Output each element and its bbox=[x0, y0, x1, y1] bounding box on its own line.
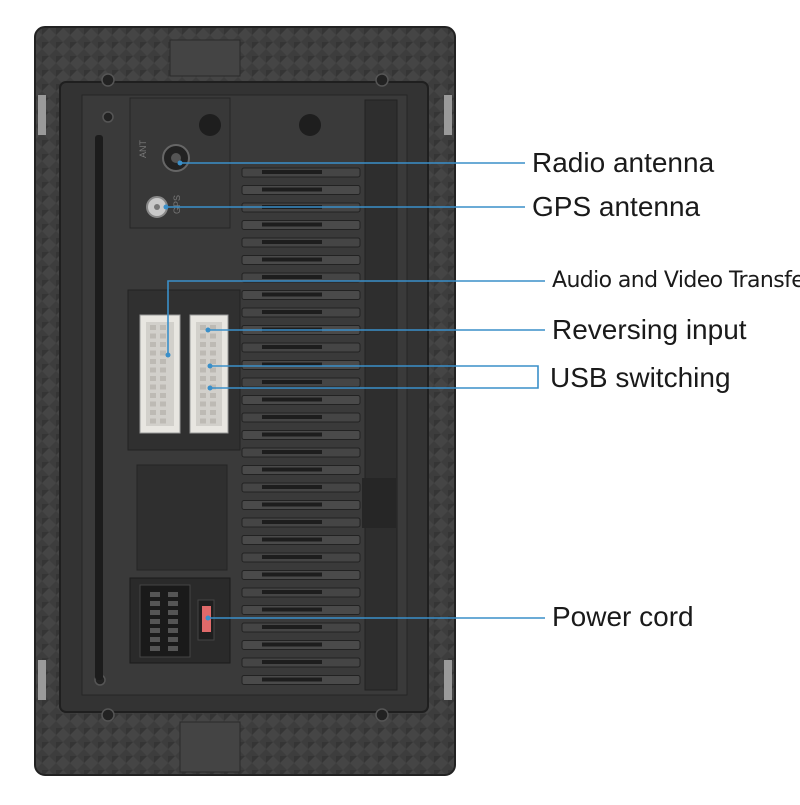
top-tab bbox=[169, 39, 241, 77]
fuse bbox=[197, 599, 215, 641]
reversing-usb-connector bbox=[189, 314, 229, 434]
leader-lines bbox=[166, 162, 545, 619]
power-connector bbox=[139, 584, 191, 658]
av-connector bbox=[139, 314, 181, 434]
connector-pins bbox=[150, 325, 216, 424]
leader-av-transfer bbox=[167, 280, 545, 355]
left-clip-bottom bbox=[38, 660, 46, 700]
ant-mark: ANT bbox=[138, 139, 148, 158]
left-vent-slots bbox=[95, 135, 103, 680]
right-side-bar bbox=[364, 99, 398, 691]
top-round-ports bbox=[199, 114, 321, 136]
gps-antenna-jack bbox=[146, 196, 168, 218]
left-clip-top bbox=[38, 95, 46, 135]
gps-antenna-label: GPS antenna bbox=[532, 191, 701, 222]
right-side-block bbox=[362, 478, 396, 528]
usb-switching-label: USB switching bbox=[550, 362, 731, 393]
radio-antenna-label: Radio antenna bbox=[532, 147, 715, 178]
label-plate bbox=[136, 464, 228, 571]
av-transfer-label: Audio and Video Transfer bbox=[552, 268, 800, 293]
power-connector-pins bbox=[150, 592, 178, 651]
reversing-input-label: Reversing input bbox=[552, 314, 747, 345]
right-clip-bottom bbox=[444, 660, 452, 700]
heatsink-fins bbox=[241, 167, 361, 685]
leader-usb-switching bbox=[210, 365, 539, 389]
radio-antenna-jack bbox=[162, 144, 190, 172]
gps-mark: GPS bbox=[172, 195, 182, 214]
power-cord-label: Power cord bbox=[552, 601, 694, 632]
bottom-tab bbox=[179, 721, 241, 773]
right-clip-top bbox=[444, 95, 452, 135]
leader-dots bbox=[163, 160, 213, 621]
